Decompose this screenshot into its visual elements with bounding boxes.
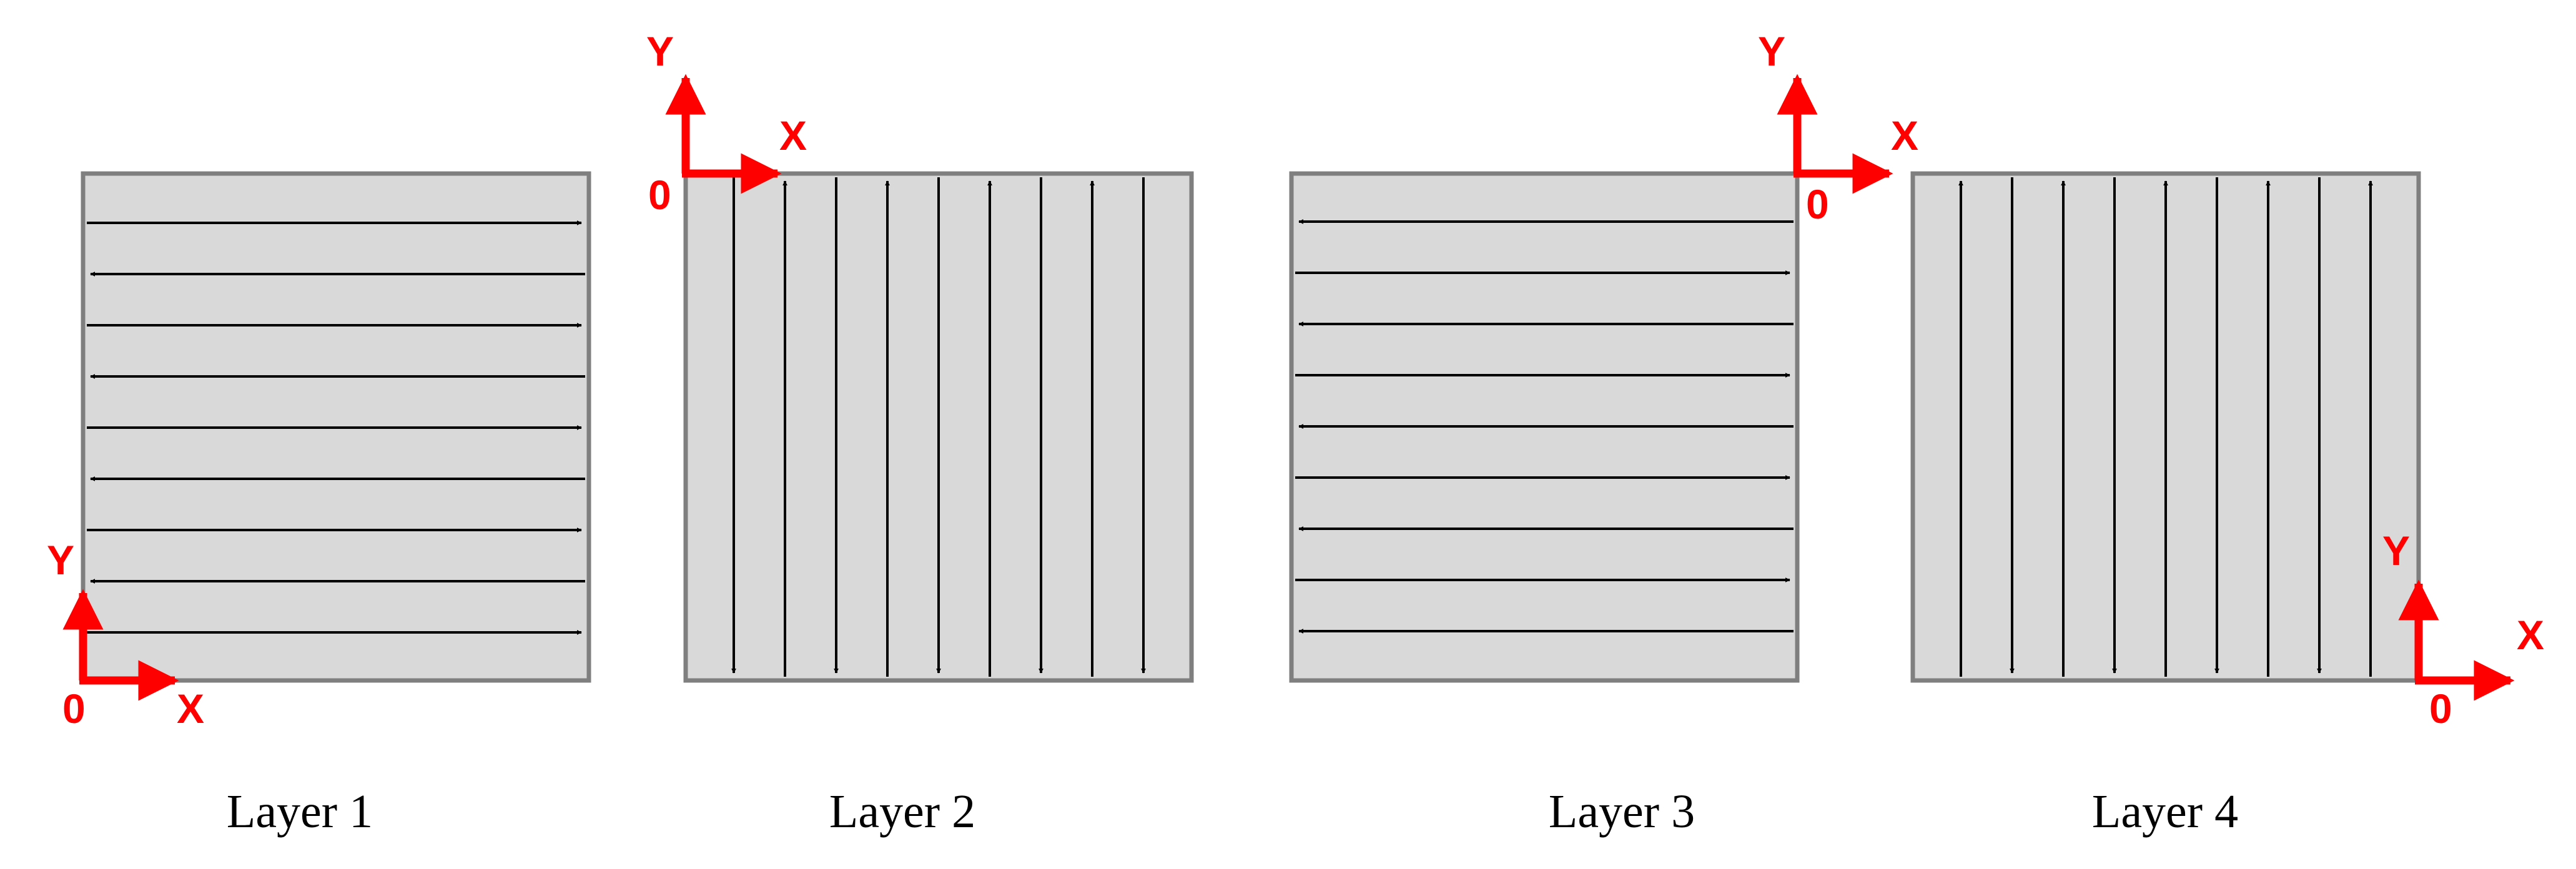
layer-4-y-axis-label: Y — [2382, 528, 2410, 574]
layer-1-y-axis-label: Y — [47, 537, 74, 583]
layer-2-origin-label: 0 — [648, 172, 671, 218]
layer-4-label: Layer 4 — [2092, 785, 2238, 838]
layer-1-scan-paths — [87, 220, 585, 635]
layer-3-scan-paths — [1295, 219, 1794, 634]
layer-4-x-axis-label: X — [2517, 612, 2544, 658]
layer-1-label: Layer 1 — [227, 785, 373, 838]
layer-2-panel: Y X 0 Layer 2 — [646, 28, 1194, 838]
layer-2-label: Layer 2 — [829, 785, 975, 838]
layer-3-axes: Y X 0 — [1758, 28, 1918, 227]
layer-2-scan-paths — [731, 177, 1146, 677]
layer-2-axes: Y X 0 — [646, 28, 807, 218]
layer-2-y-axis-label: Y — [646, 28, 674, 74]
layer-3-x-axis-label: X — [1891, 112, 1918, 159]
layer-3-panel: Y X 0 Layer 3 — [1289, 28, 1918, 838]
layer-1-origin-label: 0 — [62, 685, 86, 732]
layer-2-x-axis-label: X — [779, 112, 807, 159]
layer-4-axes: Y X 0 — [2382, 528, 2544, 732]
layer-4-scan-paths — [1958, 177, 2373, 677]
layer-4-panel: Y X 0 Layer 4 — [1910, 171, 2544, 838]
layer-3-label: Layer 3 — [1549, 785, 1695, 838]
layer-3-origin-label: 0 — [1806, 181, 1829, 227]
layer-4-origin-label: 0 — [2429, 685, 2452, 732]
layer-1-x-axis-label: X — [177, 685, 204, 732]
layer-3-y-axis-label: Y — [1758, 28, 1785, 74]
layer-1-axes: Y X 0 — [47, 537, 204, 732]
layer-1-panel: Y X 0 Layer 1 — [47, 171, 591, 838]
